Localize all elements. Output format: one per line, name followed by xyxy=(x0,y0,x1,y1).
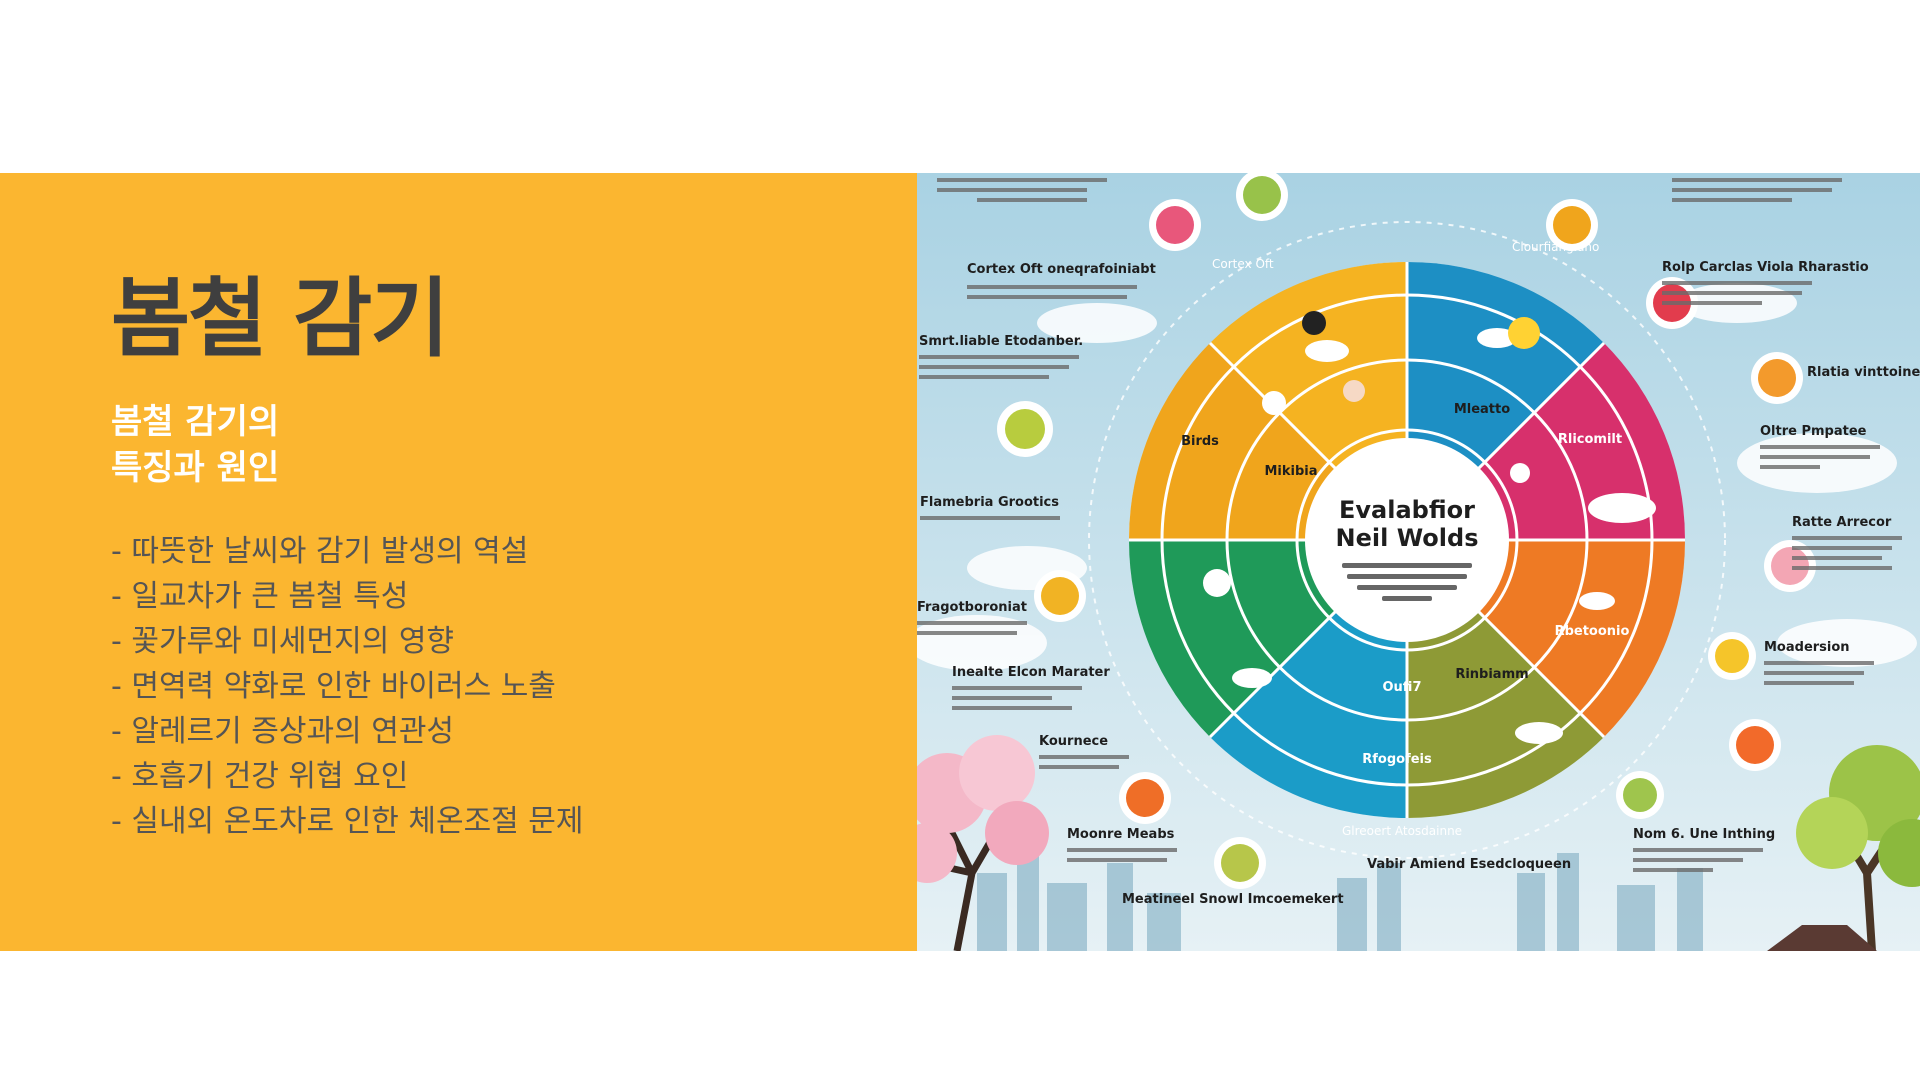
side-label: Vabir Amiend Esedcloqueen xyxy=(1367,857,1571,872)
side-label: Smrt.liable Etodanber. xyxy=(919,334,1083,349)
slide-subtitle: 봄철 감기의 특징과 원인 xyxy=(111,399,279,491)
text-panel: 봄철 감기 봄철 감기의 특징과 원인 - 따뜻한 날씨와 감기 발생의 역설 … xyxy=(0,173,917,951)
house-roof xyxy=(1767,925,1877,951)
center-title-line: Evalabfior xyxy=(1339,496,1475,524)
wheel-label: Birds xyxy=(1181,434,1219,449)
bullet-list: - 따뜻한 날씨와 감기 발생의 역설 - 일교차가 큰 봄철 특성 - 꽃가루… xyxy=(111,529,584,844)
green-tree xyxy=(1796,745,1920,951)
wheel-label: Oufi7 xyxy=(1383,680,1422,695)
slide-title: 봄철 감기 xyxy=(111,269,449,369)
bullet-item: - 실내외 온도차로 인한 체온조절 문제 xyxy=(111,804,584,839)
side-label: Oltre Pmpatee xyxy=(1760,424,1867,439)
wheel-label: Rinbiamm xyxy=(1455,667,1528,682)
infographic-illustration: Evalabfior Neil Wolds Birds Mikibia Mlea… xyxy=(917,173,1920,951)
wheel-label: Mikibia xyxy=(1264,464,1317,479)
bullet-item: - 일교차가 큰 봄철 특성 xyxy=(111,579,409,614)
ring-label: Glreoert Atosdainne xyxy=(1342,824,1462,838)
side-label: Fragotboroniat xyxy=(917,600,1027,615)
subtitle-line: 봄철 감기의 xyxy=(111,402,280,442)
side-label: Cortex Oft oneqrafoiniabt xyxy=(967,262,1156,277)
wheel-label: Mleatto xyxy=(1454,402,1510,417)
wheel xyxy=(1128,261,1686,819)
ring-label: Cortex Oft xyxy=(1212,257,1274,271)
wheel-icons xyxy=(1203,311,1656,744)
outer-dashed-ring xyxy=(1088,221,1726,859)
content-band: 봄철 감기 봄철 감기의 특징과 원인 - 따뜻한 날씨와 감기 발생의 역설 … xyxy=(0,173,1920,951)
side-label: Inealte Elcon Marater xyxy=(952,665,1110,680)
center-small-text xyxy=(1342,563,1472,601)
filler-text-lines xyxy=(917,178,1902,872)
side-label: Moadersion xyxy=(1764,640,1850,655)
side-label: Rlatia vinttoine xyxy=(1807,365,1920,380)
wheel-label: Rbetoonio xyxy=(1555,624,1630,639)
wheel-label: Rlicomilt xyxy=(1558,432,1622,447)
bullet-item: - 호흡기 건강 위협 요인 xyxy=(111,759,409,794)
bullet-item: - 따뜻한 날씨와 감기 발생의 역설 xyxy=(111,534,529,569)
side-label: Rolp Carclas Viola Rharastio xyxy=(1662,260,1869,275)
infographic-image: Evalabfior Neil Wolds Birds Mikibia Mlea… xyxy=(917,173,1920,951)
bullet-item: - 면역력 약화로 인한 바이러스 노출 xyxy=(111,669,556,704)
side-label: Ratte Arrecor xyxy=(1792,515,1892,530)
cherry-blossom-tree xyxy=(917,735,1049,951)
bullet-item: - 꽃가루와 미세먼지의 영향 xyxy=(111,624,455,659)
wheel-label: Rfogofeis xyxy=(1362,752,1432,767)
center-title-line: Neil Wolds xyxy=(1336,524,1479,552)
subtitle-line: 특징과 원인 xyxy=(111,448,280,488)
bullet-item: - 알레르기 증상과의 연관성 xyxy=(111,714,455,749)
city-skyline xyxy=(977,853,1703,951)
side-label: Kournece xyxy=(1039,734,1108,749)
side-label: Flamebria Grootics xyxy=(920,495,1059,510)
side-label: Meatineel Snowl Imcoemekert xyxy=(1122,892,1344,907)
side-label: Nom 6. Une Inthing xyxy=(1633,827,1775,842)
side-label: Moonre Meabs xyxy=(1067,827,1175,842)
